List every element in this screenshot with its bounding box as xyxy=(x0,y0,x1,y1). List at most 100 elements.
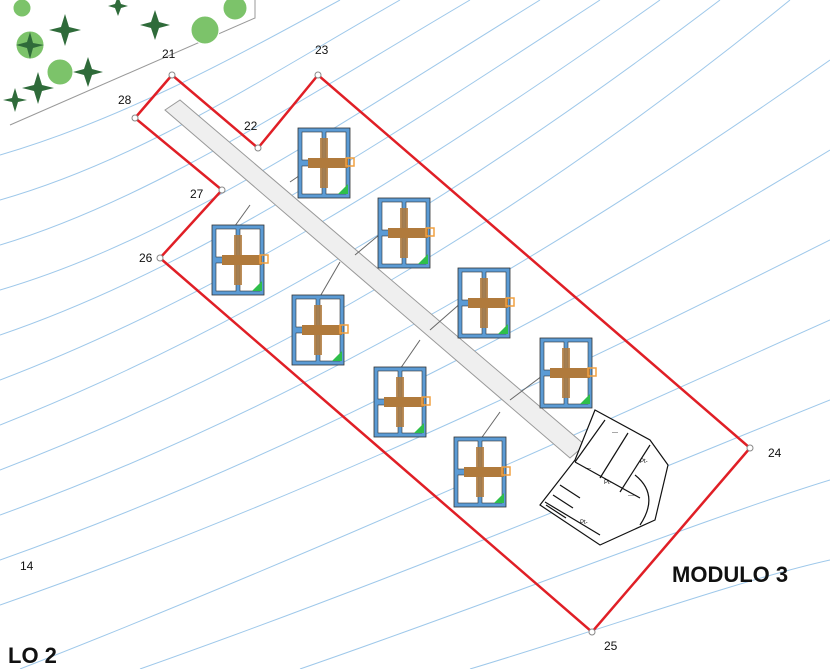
survey-points: 21 23 28 22 27 26 24 25 xyxy=(118,43,782,653)
survey-point-icon: 21 xyxy=(162,47,176,79)
cabin-deck xyxy=(476,447,484,497)
cabin-room xyxy=(567,341,589,371)
cabin-room xyxy=(457,440,479,470)
vertex-label: 26 xyxy=(139,251,153,265)
cabin-room xyxy=(301,131,323,161)
cabin-entry xyxy=(345,157,355,167)
cabin-room xyxy=(295,298,317,328)
contour-line xyxy=(0,0,341,156)
survey-point-icon: 24 xyxy=(746,444,782,460)
palm-tree-icon xyxy=(12,0,32,18)
cabin-modules xyxy=(211,127,597,508)
cabin-room xyxy=(485,271,507,301)
cabin-room xyxy=(325,131,347,161)
cabin-entry xyxy=(587,367,597,377)
cabin-room xyxy=(215,262,237,292)
cabin-deck xyxy=(396,377,404,427)
cabin-deck xyxy=(320,138,328,188)
cabin-module-icon xyxy=(377,197,435,269)
palm-tree-icon xyxy=(108,0,128,16)
palm-tree-icon xyxy=(222,0,248,21)
cabin-module-icon xyxy=(539,337,597,409)
vertex-label: 25 xyxy=(604,639,618,653)
palm-tree-icon xyxy=(140,10,170,40)
room-label: Pt- xyxy=(640,459,648,465)
contour-line xyxy=(0,0,401,201)
cabin-module-icon xyxy=(457,267,515,339)
cabin-deck xyxy=(480,278,488,328)
contour-line xyxy=(0,0,541,291)
cabin-module-icon xyxy=(211,224,269,296)
survey-point-icon: 26 xyxy=(139,251,164,265)
room-label: --- xyxy=(628,493,634,499)
vegetation-zone xyxy=(3,0,256,126)
cabin-room xyxy=(461,271,483,301)
cabin-deck xyxy=(400,208,408,258)
cabin-room xyxy=(377,370,399,400)
vertex-label: 22 xyxy=(244,119,258,133)
cabin-room xyxy=(377,404,399,434)
vertex-label: 24 xyxy=(768,446,782,460)
cabin-entry xyxy=(259,254,269,264)
contour-line xyxy=(0,0,721,426)
contour-line xyxy=(0,59,830,516)
cabin-deck xyxy=(562,348,570,398)
cabin-garden xyxy=(418,254,428,264)
cabin-room xyxy=(239,228,261,258)
cabin-room xyxy=(295,332,317,362)
cabin-entry xyxy=(339,324,349,334)
contour-line xyxy=(0,239,830,606)
room-label: --- xyxy=(612,430,618,436)
vertex-label: 21 xyxy=(162,47,176,61)
room-label: Pt- xyxy=(604,480,612,486)
survey-point-icon: 22 xyxy=(244,119,262,152)
cabin-entry xyxy=(505,297,515,307)
palm-tree-icon xyxy=(73,57,103,87)
cabin-room xyxy=(381,201,403,231)
cabin-room xyxy=(401,370,423,400)
vertex-label: 23 xyxy=(315,43,329,57)
cabin-deck xyxy=(234,235,242,285)
cabin-garden xyxy=(580,394,590,404)
cabin-room xyxy=(481,440,503,470)
vegetation-boundary xyxy=(9,0,256,126)
vertex-label: 27 xyxy=(190,187,204,201)
contour-line xyxy=(0,149,830,561)
cabin-garden xyxy=(252,281,262,291)
cabin-entry xyxy=(425,227,435,237)
cabin-garden xyxy=(414,423,424,433)
contour-line xyxy=(469,559,830,669)
main-building-icon: --- Pt- --- Pt- --- Pt- xyxy=(539,409,669,546)
contour-elevation-label: 14 xyxy=(20,559,34,573)
cabin-module-icon xyxy=(297,127,355,199)
contour-line xyxy=(299,479,830,669)
cabin-garden xyxy=(332,351,342,361)
palm-tree-icon xyxy=(49,14,81,46)
survey-point-icon: 28 xyxy=(118,93,139,122)
cabin-room xyxy=(543,375,565,405)
cabin-entry xyxy=(501,466,511,476)
survey-point-icon: 27 xyxy=(190,186,226,201)
palm-tree-icon xyxy=(190,15,220,45)
cabin-garden xyxy=(498,324,508,334)
cabin-room xyxy=(457,474,479,504)
cabin-room xyxy=(543,341,565,371)
contour-line xyxy=(139,399,830,669)
cabin-module-icon xyxy=(291,294,349,366)
lot-label: LO 2 xyxy=(8,643,57,668)
palm-tree-icon xyxy=(46,58,74,86)
survey-point-icon: 25 xyxy=(588,628,618,653)
cabin-deck xyxy=(314,305,322,355)
vertex-label: 28 xyxy=(118,93,132,107)
cabin-room xyxy=(319,298,341,328)
cabin-module-icon xyxy=(453,436,511,508)
cabin-room xyxy=(215,228,237,258)
cabin-room xyxy=(405,201,427,231)
room-label: --- xyxy=(585,466,591,472)
survey-point-icon: 23 xyxy=(314,43,329,79)
module-label: MODULO 3 xyxy=(672,562,788,587)
palm-tree-icon xyxy=(15,30,45,60)
cabin-garden xyxy=(338,184,348,194)
cabin-room xyxy=(461,305,483,335)
